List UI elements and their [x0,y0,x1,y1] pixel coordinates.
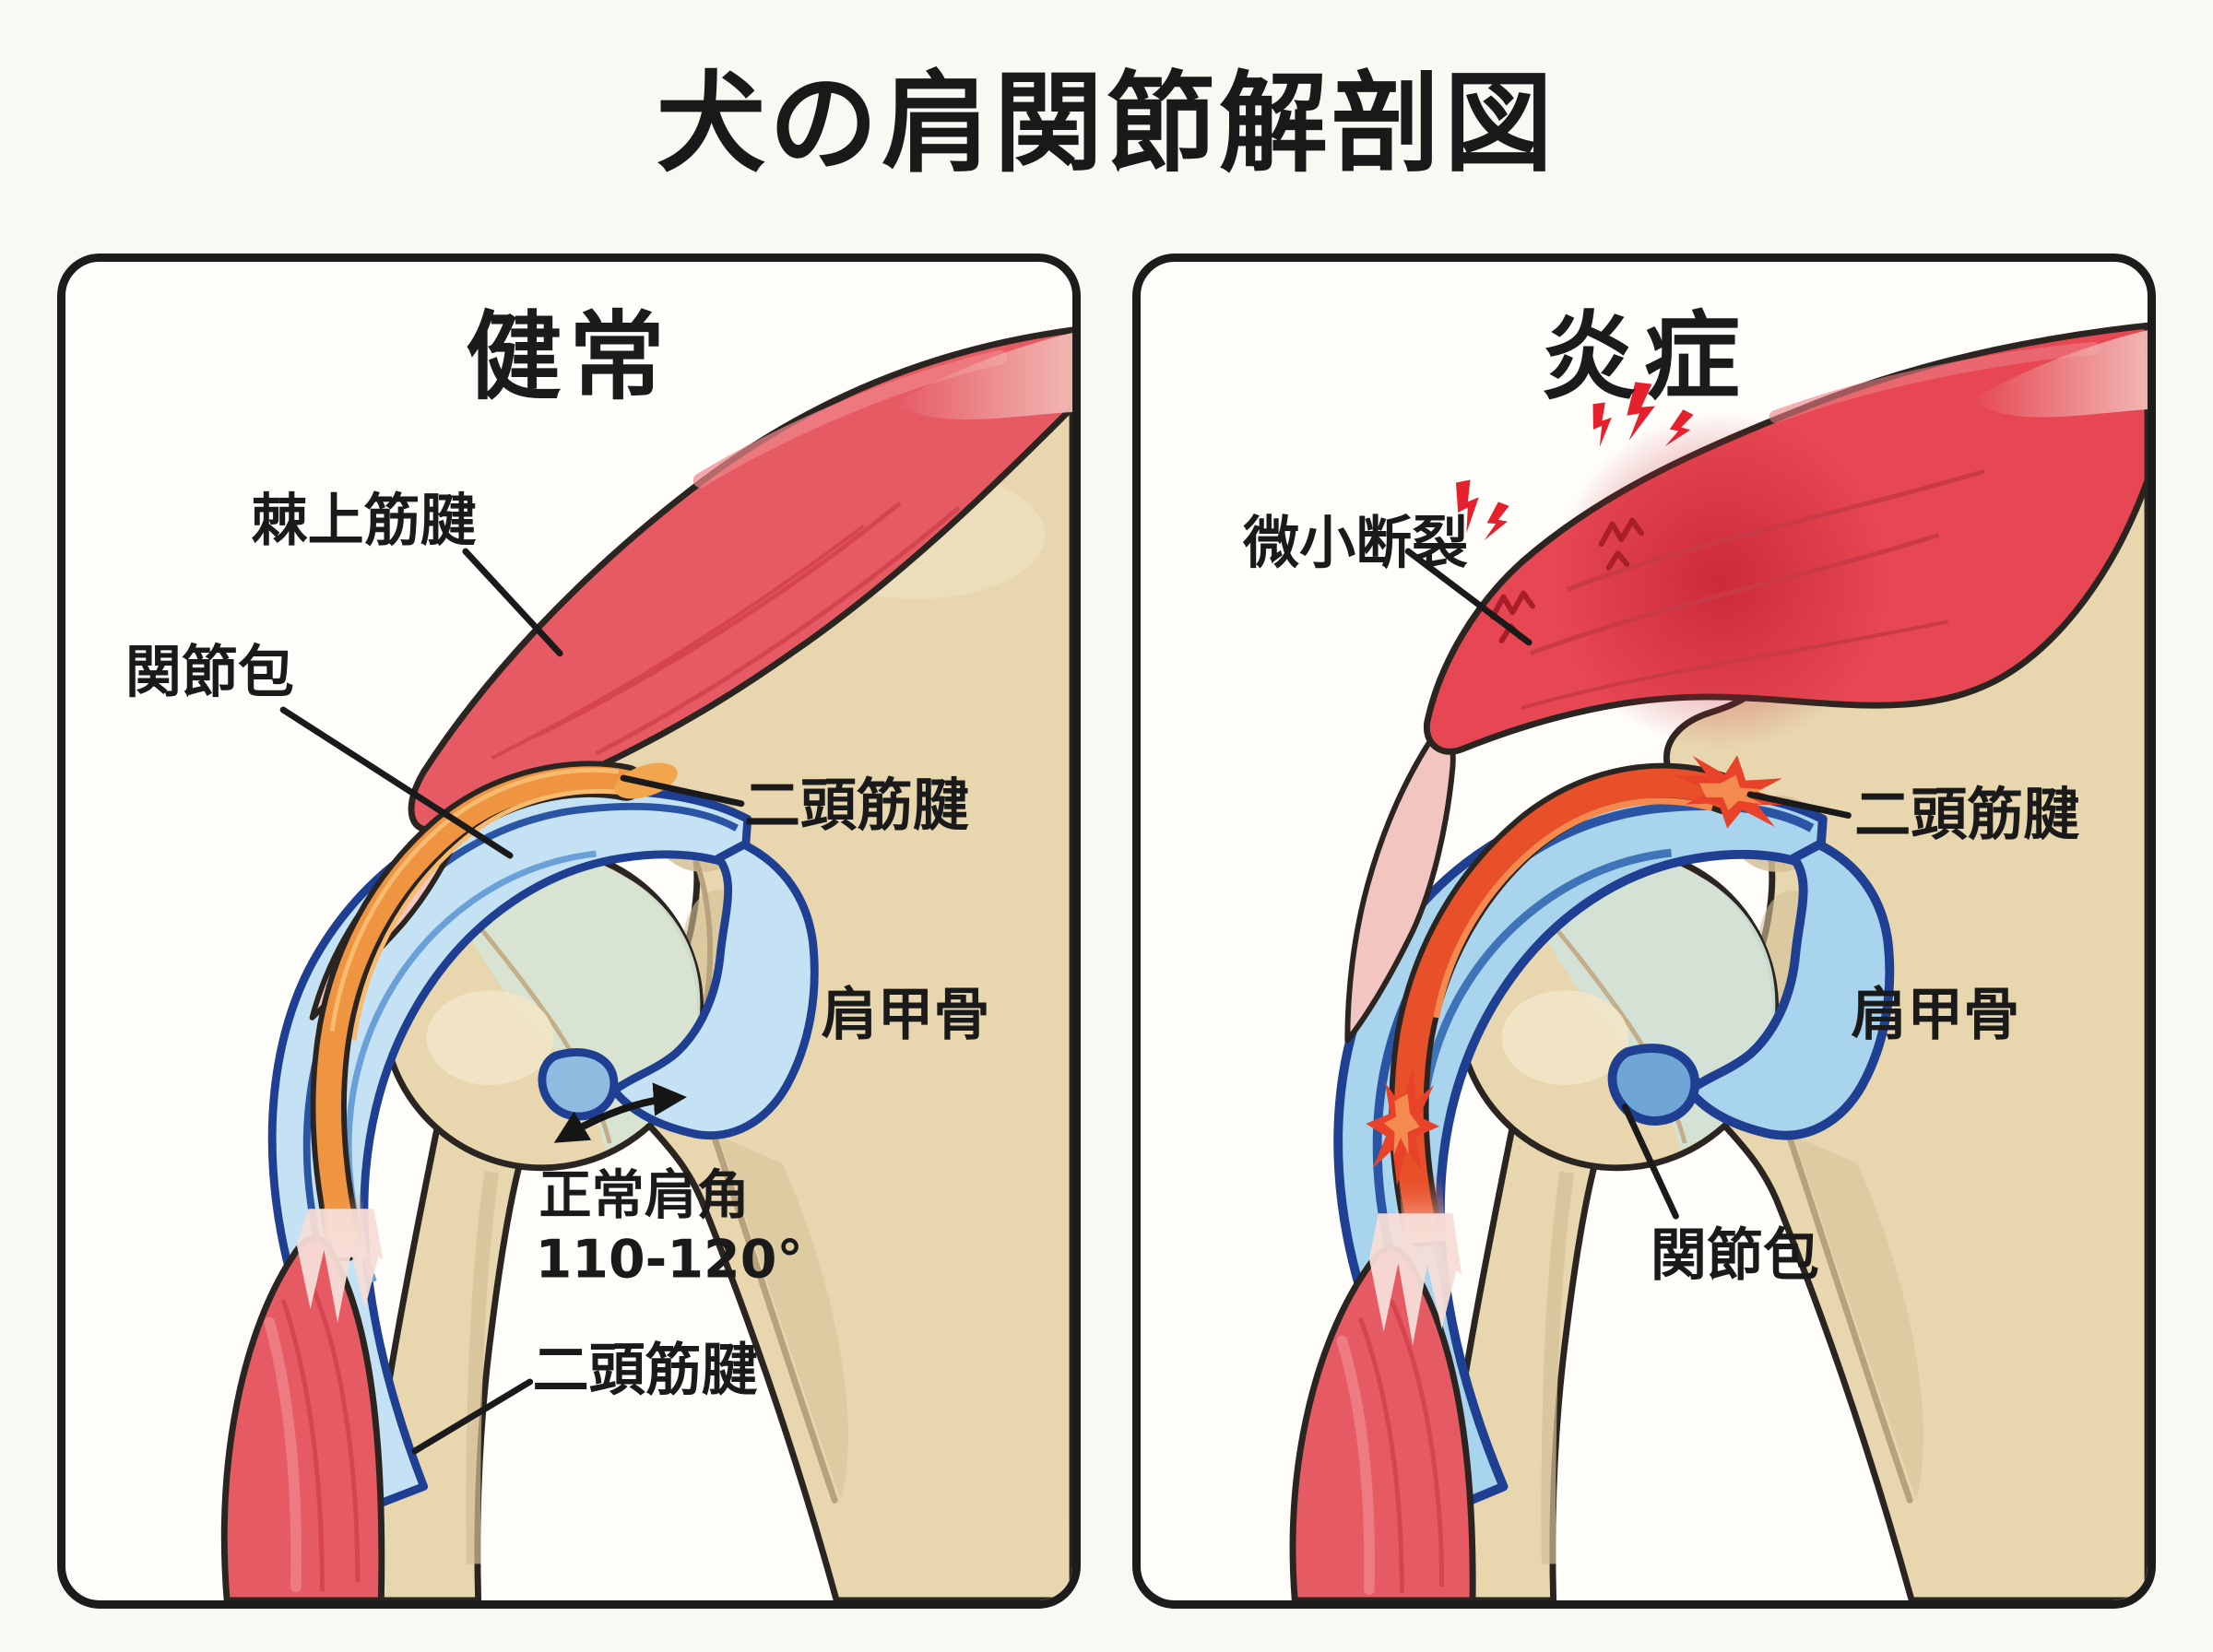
label-joint-capsule: 関節包 [1651,1222,1819,1288]
leader-lines [1404,548,1852,1220]
muscle-highlight [692,349,1008,488]
capsule-right-band [1685,840,1895,1140]
panel-healthy-heading: 健常 [465,301,672,413]
fray-core [1698,774,1764,810]
leader-biceps-lower [411,1378,534,1455]
muscle-striation [1521,620,1948,710]
healthy-shoulder-diagram: 棘上筋腱 関節包 二頭筋腱 肩甲骨 正常肩角 110-120° 二頭筋腱 [125,326,1072,1600]
leader-biceps [1746,791,1852,820]
biceps-muscle-highlight [264,1316,302,1593]
leader-capsule [1621,1103,1679,1220]
biceps-muscle-striation [1357,1316,1404,1594]
leader-lines [279,548,745,1455]
panel-healthy: 健常 [57,254,1081,1609]
biceps-muscle-highlight [1336,1335,1376,1596]
biceps-muscle [220,1234,385,1600]
angle-arrow [553,1082,687,1143]
tear-zigzag [1598,517,1644,548]
biceps-tendon-highlight [1433,797,1713,1019]
biceps-tendon [220,761,678,1600]
muscle-pale-insertion [895,333,1072,420]
muscle-pale-insertion [1970,330,2148,418]
panel-inflamed-heading: 炎症 [1540,301,1747,413]
capsule-pouch [538,1048,619,1121]
scapula-blade-shadow [1793,1136,1923,1501]
humerus-shaft-shading [466,1171,500,1564]
tendon-fray-attachment [1672,755,1797,829]
supraspinatus-tendon-pink [1344,723,1456,1044]
humeral-head-highlight [426,990,554,1085]
label-biceps-tendon: 二頭筋腱 [1854,782,2079,847]
leader-capsule [279,706,514,859]
label-biceps-tendon-lower: 二頭筋腱 [533,1338,758,1403]
inflammation-blotch [1553,411,1889,749]
label-scapula: 肩甲骨 [1851,983,2019,1048]
label-scapula: 肩甲骨 [821,983,989,1048]
pain-bolt-icon [1627,382,1655,441]
capsule-pouch [1607,1044,1700,1126]
leader-supraspinatus [462,548,563,657]
biceps-muscle-striation [308,1280,361,1583]
biceps-muscle-striation [280,1299,325,1592]
pain-bolt-icon [1592,402,1612,448]
fray-core [1383,1093,1420,1155]
humerus-shaft-shading [1541,1171,1575,1564]
label-normal-angle-value: 110-120° [536,1229,803,1290]
tendon-fray-mid [1366,1067,1440,1186]
scapula-inner-line [702,1105,838,1504]
muscle-highlight [1769,341,2100,423]
muscle-striation [1566,468,1985,592]
label-supraspinatus-tendon: 棘上筋腱 [252,488,477,553]
musculotendinous-junction [1368,1213,1462,1346]
biceps-tendon-stripe [329,767,620,1032]
pain-bolts [1455,382,1694,541]
page-title: 犬の肩関節解剖図 [656,60,1556,187]
biceps-tendon-inflamed [1289,755,1797,1600]
label-normal-angle-title: 正常肩角 [539,1165,750,1226]
leader-biceps-upper [620,774,745,808]
humeral-head-highlight [1501,990,1629,1085]
leader-micro-tears [1404,548,1533,646]
muscle-striation [491,524,865,761]
musculotendinous-junction [296,1209,384,1323]
muscle-striation [1530,532,1940,656]
label-joint-capsule: 関節包 [125,640,294,705]
muscle-striation [595,505,961,756]
biceps-muscle-striation [1389,1299,1445,1587]
tear-zigzag [1605,550,1630,571]
scapula-blade-shadow [718,1136,848,1501]
biceps-tendon-fill [315,766,639,1257]
inflamed-shoulder-diagram: 微小断裂 二頭筋腱 肩甲骨 関節包 [1242,322,2148,1600]
scapula-inner-line [1777,1105,1913,1504]
label-micro-tears: 微小断裂 [1242,511,1468,576]
label-biceps-tendon-upper: 二頭筋腱 [744,773,969,838]
pain-bolt-icon [1484,502,1509,541]
tear-zigzag [1489,590,1535,620]
biceps-tendon-stripe [351,788,631,1041]
pain-bolt-icon [1664,409,1694,447]
supraspinatus-muscle-inflamed [1344,322,2148,1044]
panel-inflamed: 炎症 [1132,254,2156,1609]
pain-bolt-icon [1455,479,1479,533]
